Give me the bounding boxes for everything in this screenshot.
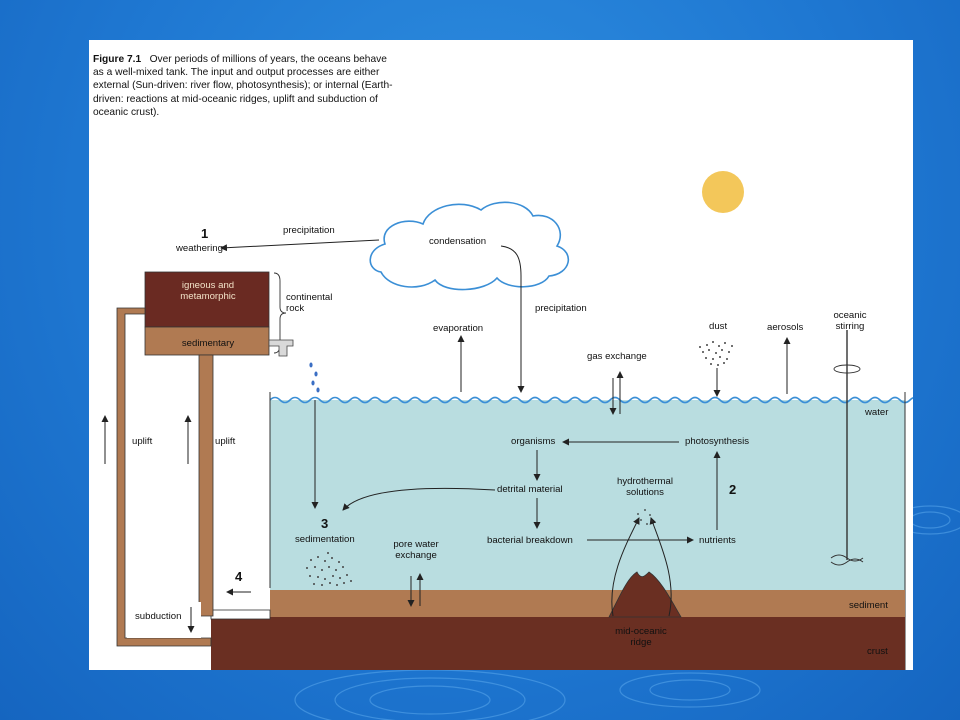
igneous-rock-block (144, 271, 270, 328)
mid-oceanic-ridge-label: mid-oceanic ridge (615, 626, 667, 648)
caption-text: Over periods of millions of years, the o… (93, 54, 393, 118)
igneous-metamorphic-label: igneous and metamorphic (180, 280, 236, 302)
water-surface (269, 396, 913, 404)
gas-exchange-label: gas exchange (587, 351, 647, 362)
crust-layer (211, 617, 905, 670)
mid-oceanic-ridge (608, 571, 682, 618)
process-number-4: 4 (235, 569, 243, 584)
pore-water-exchange-label: pore water exchange (393, 539, 439, 561)
organisms-label: organisms (511, 436, 556, 447)
caption-label: Figure 7.1 (93, 54, 142, 65)
process-number-3: 3 (321, 516, 329, 531)
uplift-left-label: uplift (132, 436, 153, 447)
condensation-label: condensation (429, 236, 487, 247)
evaporation-label: evaporation (433, 323, 484, 334)
detrital-to-sedimentation-arrow (342, 487, 496, 511)
bacterial-breakdown-label: bacterial breakdown (487, 535, 573, 546)
water-label: water (865, 407, 889, 418)
figure-panel: Figure 7.1 Over periods of millions of y… (89, 40, 913, 670)
hydrothermal-solutions-label: hydrothermal solutions (617, 476, 673, 498)
hydrothermal-arrow-right (649, 517, 672, 617)
detrital-material-label: detrital material (497, 484, 563, 495)
precipitation-right-label: precipitation (535, 303, 587, 314)
photosynthesis-label: photosynthesis (685, 436, 749, 447)
weathering-label: weathering (176, 243, 223, 254)
ocean-diagram (101, 171, 913, 670)
subduction-label: subduction (135, 611, 182, 622)
precipitation-cloud-arrow (500, 245, 525, 393)
stirrer-blades (830, 554, 864, 566)
hydrothermal-arrow-left (611, 517, 640, 617)
precipitation-top-label: precipitation (283, 225, 335, 236)
dust-label: dust (709, 321, 728, 332)
nutrients-label: nutrients (699, 535, 736, 546)
sediment-label: sediment (849, 600, 888, 611)
tap-icon (268, 339, 294, 357)
tap-drops (309, 362, 320, 393)
sedimentary-label: sedimentary (181, 338, 235, 349)
stirring-rotation-icon (833, 364, 861, 374)
precipitation-to-weathering-arrow (220, 239, 380, 252)
sediment-layer (270, 590, 905, 617)
continental-rock-label: continental rock (286, 292, 333, 314)
cloud-icon (369, 201, 569, 291)
dust-cloud-icon (699, 341, 733, 366)
sedimentation-label: sedimentation (295, 534, 355, 545)
sedimentation-particles (306, 552, 352, 586)
oceanic-stirring-label: oceanic stirring (833, 310, 867, 332)
aerosols-label: aerosols (767, 322, 804, 333)
uplift-right-label: uplift (215, 436, 236, 447)
crust-notch (210, 609, 271, 620)
process-number-1: 1 (201, 226, 209, 241)
process-number-2: 2 (729, 482, 737, 497)
hydrothermal-particles (637, 509, 653, 525)
figure-caption: Figure 7.1 Over periods of millions of y… (93, 53, 393, 119)
ocean-water (270, 400, 905, 590)
uplift-loop (116, 307, 214, 647)
sun-icon (702, 171, 744, 213)
crust-label: crust (867, 646, 888, 657)
